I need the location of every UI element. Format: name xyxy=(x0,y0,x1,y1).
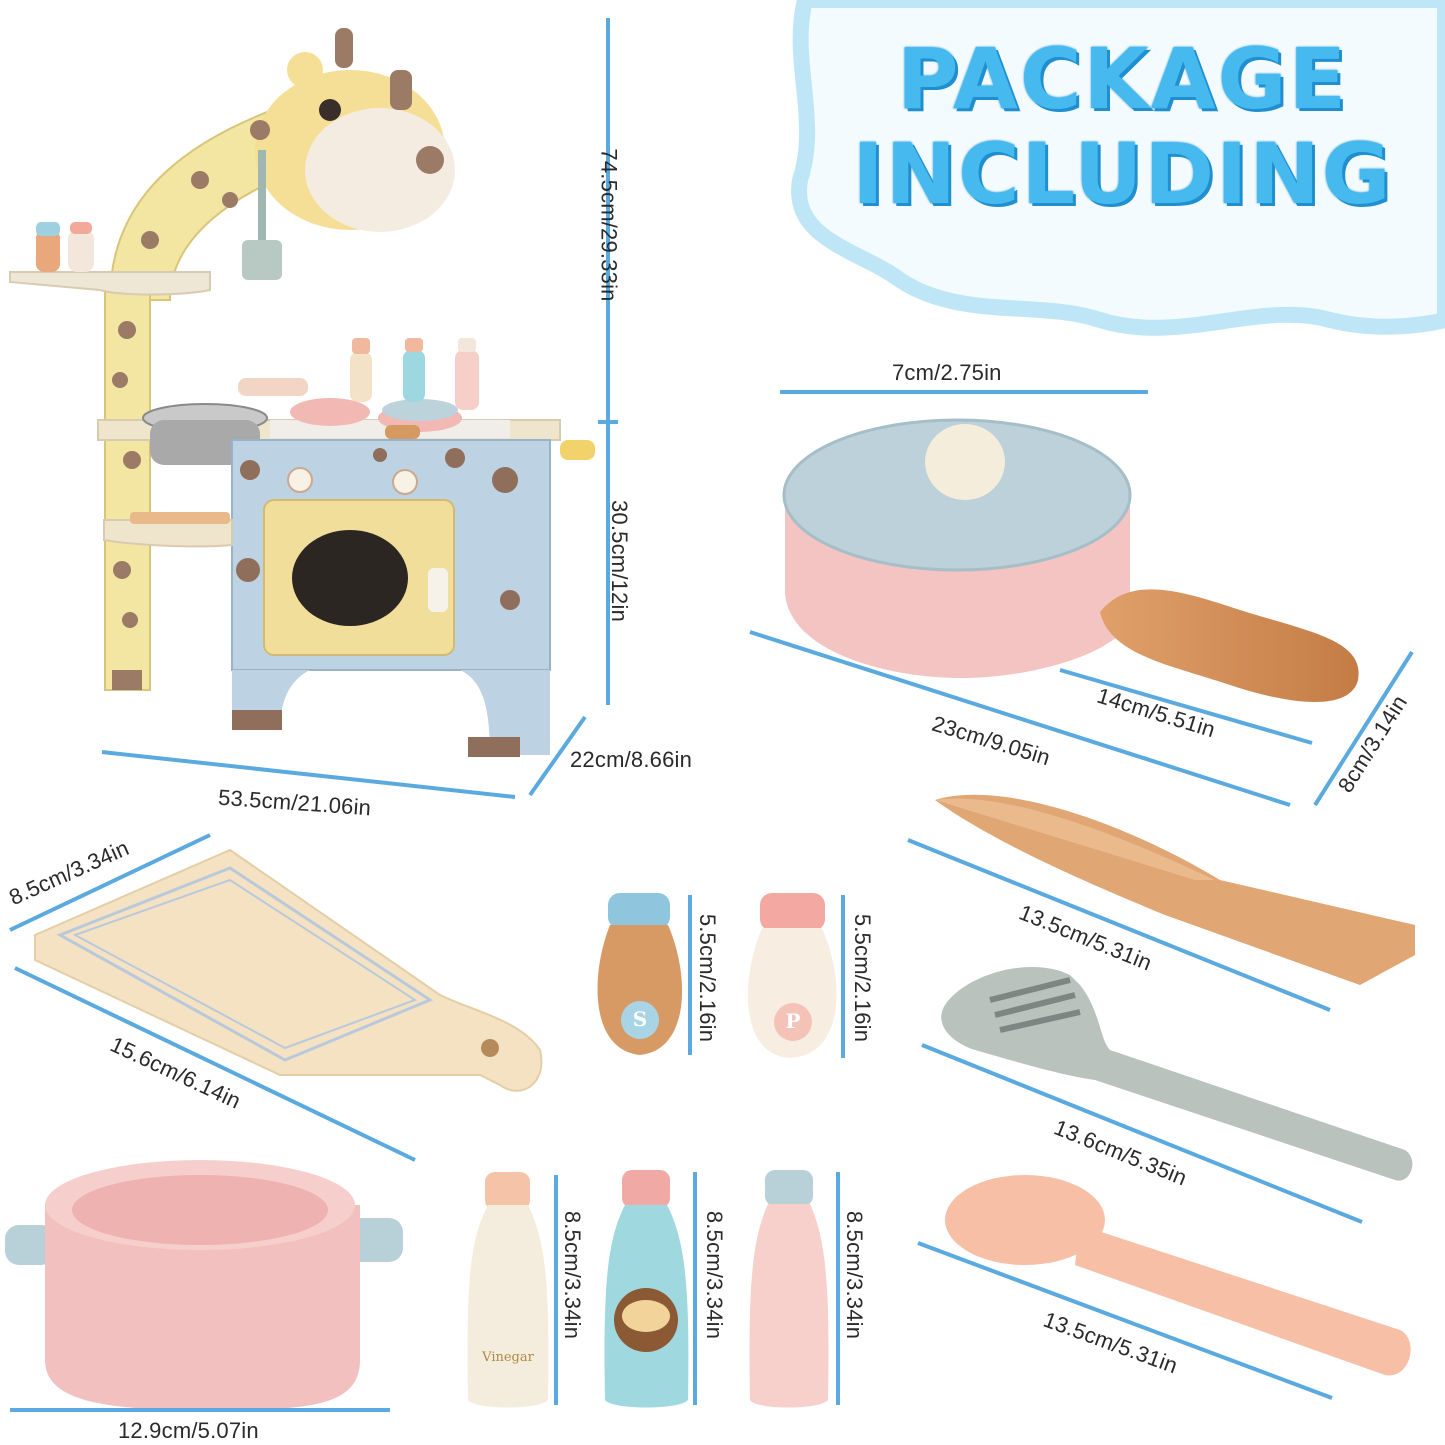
salt-shaker-icon xyxy=(597,893,683,1055)
dim-kitchen-depth: 22cm/8.66in xyxy=(570,747,693,772)
dim-kitchen-height: 74.5cm/29.33in xyxy=(596,148,622,302)
dim-bottle-1: 8.5cm/3.34in xyxy=(560,1210,586,1340)
vinegar-bottle-icon xyxy=(467,1172,549,1408)
dim-bottle-2: 8.5cm/3.34in xyxy=(702,1210,728,1340)
frying-pan-icon xyxy=(782,418,1359,703)
wooden-spoon-icon xyxy=(945,1175,1411,1376)
dim-pot: 12.9cm/5.07in xyxy=(118,1418,259,1443)
wooden-fork-icon xyxy=(941,966,1413,1181)
dim-salt: 5.5cm/2.16in xyxy=(695,913,721,1043)
milk-bottle-icon xyxy=(749,1170,829,1408)
dim-kitchen-counter-height: 30.5cm/12in xyxy=(607,499,633,623)
banner-line-1: PACKAGE xyxy=(897,30,1348,128)
kitchen-playset-icon xyxy=(9,28,595,757)
cooking-pot-icon xyxy=(5,1160,403,1410)
pepper-shaker-icon xyxy=(747,893,837,1058)
banner-line-2: INCLUDING xyxy=(852,125,1393,223)
salt-label: S xyxy=(632,1007,648,1031)
vinegar-label: Vinegar xyxy=(482,1350,534,1365)
sauce-bottle-icon xyxy=(604,1170,689,1408)
dimension-lines xyxy=(9,18,1414,1412)
cutting-board-icon xyxy=(34,848,543,1092)
dim-pan-lid: 7cm/2.75in xyxy=(892,360,1002,385)
banner-cloud xyxy=(791,0,1445,336)
wooden-knife-icon xyxy=(935,794,1415,985)
banner: PACKAGE INCLUDING xyxy=(800,0,1445,360)
dim-bottle-3: 8.5cm/3.34in xyxy=(842,1210,868,1340)
dim-pepper: 5.5cm/2.16in xyxy=(850,913,876,1043)
pepper-label: P xyxy=(785,1009,801,1033)
